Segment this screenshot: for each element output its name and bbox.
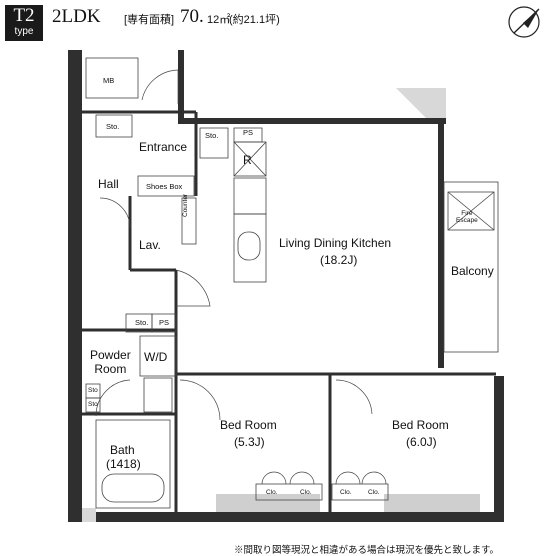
floor-plan [68, 50, 504, 522]
east-wall-lower [494, 376, 504, 522]
type-badge-code: T2 [13, 5, 35, 26]
sto-bath-2-label: Sto [88, 401, 98, 408]
type-badge: T2 type [5, 5, 43, 41]
bath-name-label: Bath [110, 443, 135, 457]
south-wall [68, 512, 498, 522]
west-wall [68, 50, 82, 512]
closet-label-2: Clo. [300, 489, 312, 496]
counter-label: Counter [182, 193, 189, 217]
shoes-box-label: Shoes Box [146, 182, 183, 191]
bed2-size-label: (6.0J) [406, 435, 437, 449]
bed2-name-label: Bed Room [392, 418, 449, 432]
area-value: 70. [180, 6, 204, 27]
wd-label: W/D [144, 350, 168, 364]
ps-top-label: PS [243, 128, 254, 137]
entrance-wall [178, 50, 184, 124]
area-unit: 12㎡ [207, 14, 231, 26]
sto-bath-1-label: Sto [88, 387, 98, 394]
powder-room-label: Powder Room [90, 348, 131, 376]
bed1-name-label: Bed Room [220, 418, 277, 432]
lav-label: Lav. [139, 238, 161, 252]
sto-lav-label: Sto. [135, 318, 149, 327]
bath-size-label: (1418) [106, 457, 141, 471]
closet-label-3: Clo. [340, 489, 352, 496]
area-label: [専有面積] [124, 14, 175, 26]
bed1-size-label: (5.3J) [234, 435, 265, 449]
mb-label: MB [103, 76, 115, 85]
north-wall [184, 118, 440, 124]
ldk-east-wall [438, 118, 444, 368]
closet-label-4: Clo. [368, 489, 380, 496]
closet-label-1: Clo. [266, 489, 278, 496]
plan-header: T2 type 2LDK [専有面積] 70. 12㎡ (約21.1坪) [0, 0, 546, 44]
type-badge-sub: type [14, 26, 34, 37]
refrigerator-label: R [243, 153, 252, 167]
layout-type: 2LDK [52, 6, 101, 27]
ldk-size-label: (18.2J) [320, 253, 358, 267]
ldk-name-label: Living Dining Kitchen [279, 236, 392, 250]
area-approx: (約21.1坪) [229, 14, 280, 26]
footnote: ※間取り図等現況と相違がある場合は現況を優先と致します。 [234, 545, 500, 556]
entrance-label: Entrance [139, 140, 188, 154]
fire-escape-label: Fire Escape [456, 210, 478, 224]
ps-lav-label: PS [159, 318, 170, 327]
north-arrow-icon [508, 6, 540, 38]
hall-label: Hall [98, 177, 119, 191]
sto-hall-label: Sto. [106, 122, 120, 131]
balcony-label: Balcony [451, 264, 494, 278]
sto-entrance-label: Sto. [205, 131, 219, 140]
